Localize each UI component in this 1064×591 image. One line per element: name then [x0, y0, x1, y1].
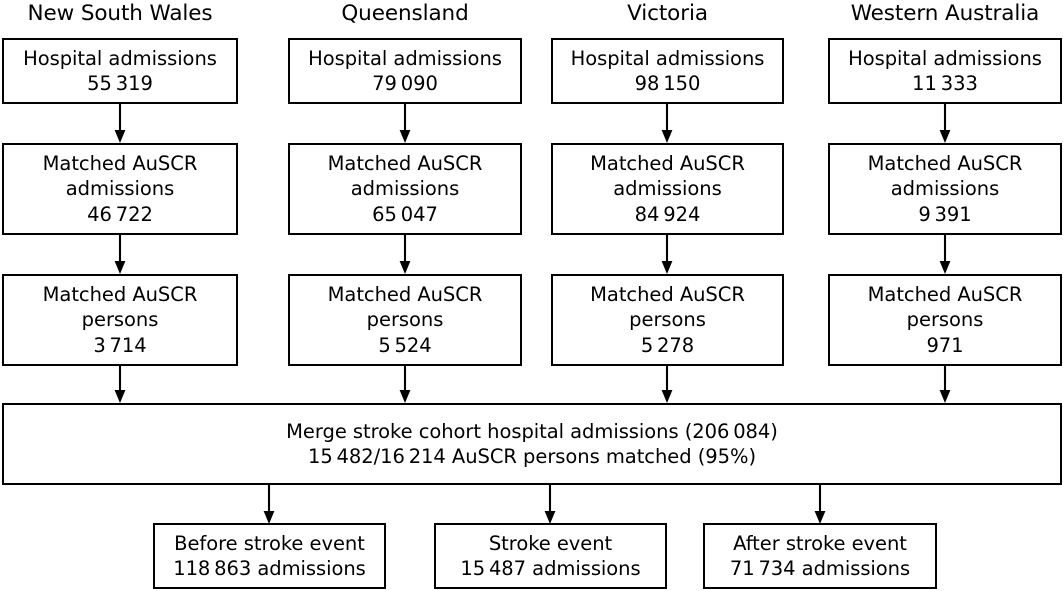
- node-line-1: Matched AuSCR: [867, 151, 1023, 175]
- node-line-2: 55 319: [87, 72, 153, 95]
- node-matched-admissions-nsw: Matched AuSCR admissions 46 722: [2, 143, 238, 235]
- arrow-merge-stroke-event: [544, 485, 556, 524]
- node-line-3: 84 924: [634, 202, 701, 226]
- node-line-2: 98 150: [634, 72, 701, 95]
- node-before-stroke-event: Before stroke event 118 863 admissions: [153, 523, 386, 589]
- column-header-wa: Western Australia: [828, 1, 1062, 27]
- column-header-label: Victoria: [627, 1, 708, 26]
- arrow-wa-r1-r2: [939, 104, 951, 143]
- node-line-3: 65 047: [372, 202, 438, 226]
- node-matched-admissions-qld: Matched AuSCR admissions 65 047: [288, 143, 522, 235]
- node-line-2: persons: [629, 308, 706, 332]
- node-line-1: Matched AuSCR: [42, 282, 198, 306]
- arrow-qld-r1-r2: [399, 104, 411, 143]
- node-line-2: persons: [366, 308, 444, 332]
- node-line-1: After stroke event: [733, 531, 907, 555]
- node-stroke-event: Stroke event 15 487 admissions: [434, 523, 667, 589]
- arrow-nsw-r2-r3: [114, 235, 126, 274]
- node-line-2: 11 333: [912, 72, 978, 95]
- node-matched-persons-vic: Matched AuSCR persons 5 278: [551, 274, 784, 366]
- node-line-1: Hospital admissions: [23, 46, 217, 70]
- node-matched-admissions-vic: Matched AuSCR admissions 84 924: [551, 143, 784, 235]
- node-line-2: 15 482/16 214 AuSCR persons matched (95%…: [307, 445, 756, 468]
- node-line-1: Merge stroke cohort hospital admissions …: [286, 419, 778, 443]
- node-matched-persons-qld: Matched AuSCR persons 5 524: [288, 274, 522, 366]
- arrow-merge-before-stroke: [263, 485, 275, 524]
- node-line-2: persons: [81, 308, 159, 332]
- arrow-qld-r2-r3: [399, 235, 411, 274]
- column-header-label: Queensland: [341, 1, 469, 26]
- node-line-2: 118 863 admissions: [173, 557, 366, 580]
- node-hospital-admissions-nsw: Hospital admissions 55 319: [2, 38, 238, 104]
- node-line-1: Stroke event: [488, 531, 613, 555]
- arrow-wa-r3-merge: [939, 366, 951, 403]
- node-line-1: Before stroke event: [174, 531, 365, 555]
- node-hospital-admissions-qld: Hospital admissions 79 090: [288, 38, 522, 104]
- column-header-vic: Victoria: [551, 1, 784, 27]
- node-line-1: Matched AuSCR: [42, 151, 198, 175]
- arrow-vic-r2-r3: [661, 235, 673, 274]
- arrow-vic-r3-merge: [661, 366, 673, 403]
- node-line-2: admissions: [350, 177, 460, 201]
- node-line-2: 71 734 admissions: [729, 557, 911, 580]
- column-header-nsw: New South Wales: [2, 1, 238, 27]
- node-line-2: admissions: [613, 177, 722, 201]
- arrow-nsw-r3-merge: [114, 366, 126, 403]
- node-line-3: 3 714: [93, 333, 147, 357]
- node-hospital-admissions-wa: Hospital admissions 11 333: [828, 38, 1062, 104]
- node-after-stroke-event: After stroke event 71 734 admissions: [703, 523, 937, 589]
- node-merge-cohort: Merge stroke cohort hospital admissions …: [2, 403, 1062, 485]
- column-header-label: Western Australia: [850, 1, 1040, 26]
- arrow-vic-r1-r2: [661, 104, 673, 143]
- node-line-2: persons: [906, 308, 984, 332]
- node-line-1: Matched AuSCR: [327, 151, 483, 175]
- node-matched-admissions-wa: Matched AuSCR admissions 9 391: [828, 143, 1062, 235]
- arrow-merge-after-stroke: [814, 485, 826, 524]
- node-matched-persons-nsw: Matched AuSCR persons 3 714: [2, 274, 238, 366]
- arrow-qld-r3-merge: [399, 366, 411, 403]
- node-line-3: 971: [926, 333, 964, 357]
- node-matched-persons-wa: Matched AuSCR persons 971: [828, 274, 1062, 366]
- arrow-nsw-r1-r2: [114, 104, 126, 143]
- column-header-qld: Queensland: [288, 1, 522, 27]
- column-header-label: New South Wales: [27, 1, 213, 26]
- node-line-3: 46 722: [87, 202, 153, 226]
- node-line-2: admissions: [65, 177, 175, 201]
- node-line-1: Matched AuSCR: [867, 282, 1023, 306]
- node-line-3: 5 524: [378, 333, 432, 357]
- node-line-3: 9 391: [918, 202, 972, 226]
- node-line-1: Matched AuSCR: [590, 282, 745, 306]
- node-line-2: admissions: [890, 177, 1000, 201]
- node-line-1: Hospital admissions: [308, 46, 502, 70]
- node-line-1: Matched AuSCR: [327, 282, 483, 306]
- node-line-1: Matched AuSCR: [590, 151, 745, 175]
- arrow-wa-r2-r3: [939, 235, 951, 274]
- node-line-1: Hospital admissions: [570, 46, 765, 70]
- node-line-2: 15 487 admissions: [460, 557, 641, 580]
- node-line-1: Hospital admissions: [848, 46, 1042, 70]
- node-line-2: 79 090: [372, 72, 438, 95]
- node-hospital-admissions-vic: Hospital admissions 98 150: [551, 38, 784, 104]
- node-line-3: 5 278: [640, 333, 695, 357]
